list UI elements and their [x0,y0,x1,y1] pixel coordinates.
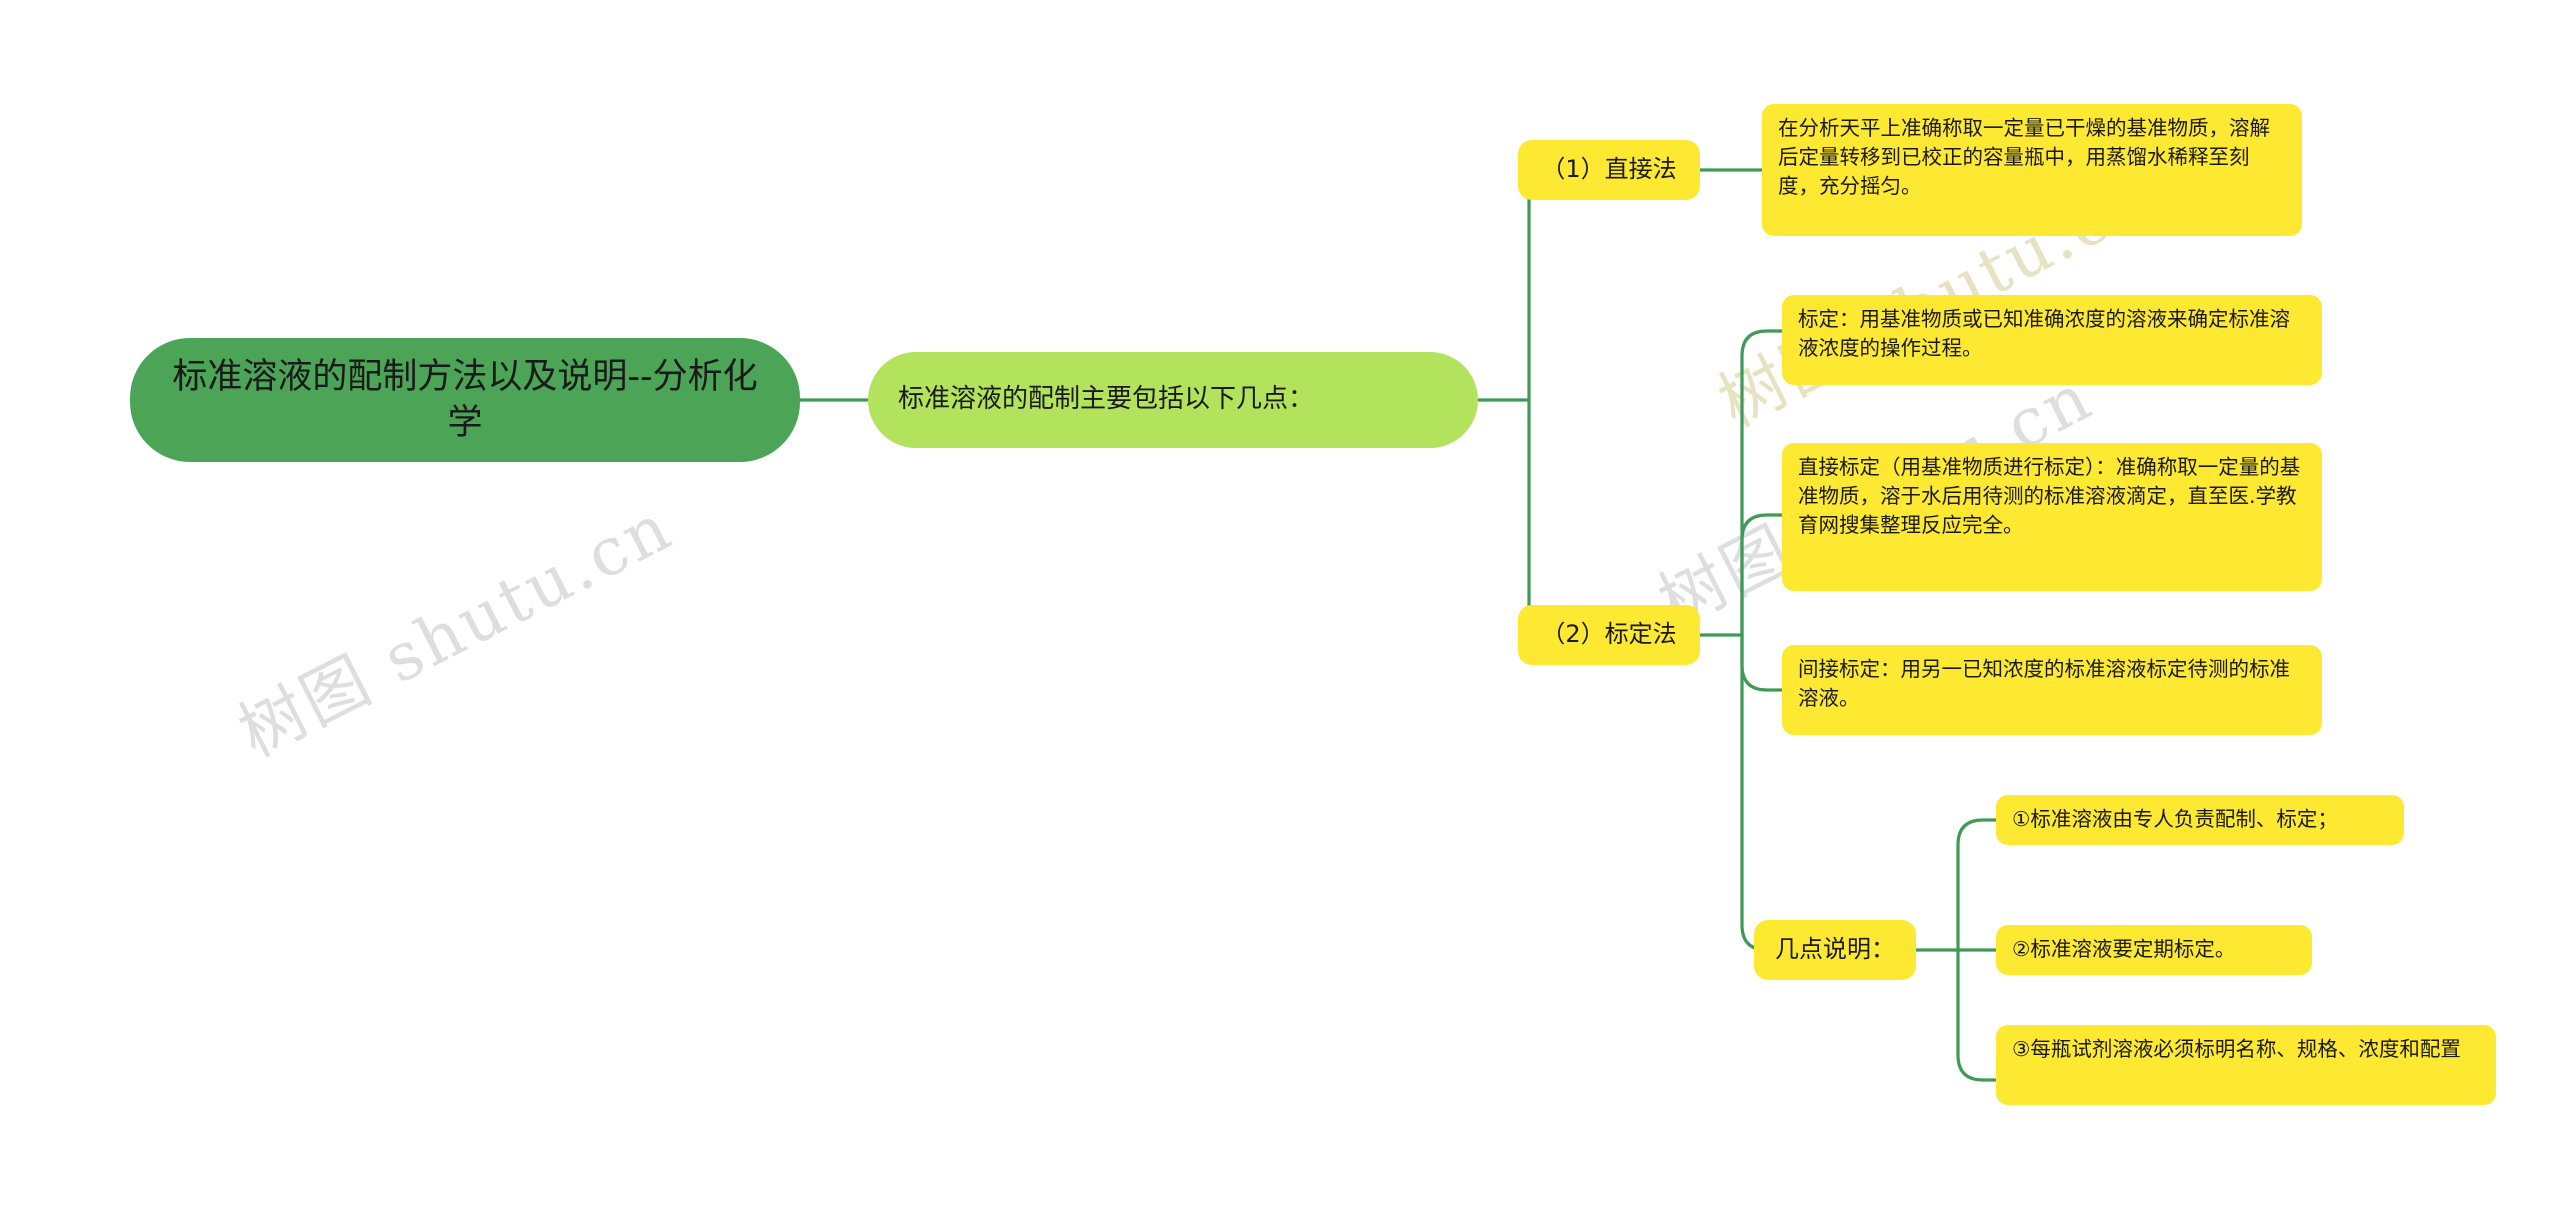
node-branch-notes[interactable]: 几点说明： [1754,920,1916,980]
node-note-text: ③每瓶试剂溶液必须标明名称、规格、浓度和配置 [2012,1037,2461,1061]
node-note-item-2[interactable]: ②标准溶液要定期标定。 [1996,925,2312,975]
node-note-item-3[interactable]: ③每瓶试剂溶液必须标明名称、规格、浓度和配置 [1996,1025,2496,1105]
link-branch2-to-notes [1740,633,1784,952]
link-branch2-to-leaf2 [1740,513,1784,637]
node-leaf-text: 直接标定（用基准物质进行标定）：准确称取一定量的基准物质，溶于水后用待测的标准溶… [1798,455,2301,538]
link-trunk-to-branch1 [1527,168,1568,402]
node-branch-label: （1）直接法 [1541,155,1677,184]
watermark-text: 树图 shutu.cn [226,488,685,772]
node-level2[interactable]: 标准溶液的配制主要包括以下几点： [868,352,1478,448]
link-notes-to-item3 [1956,948,1998,1082]
node-leaf-direct-standardization[interactable]: 直接标定（用基准物质进行标定）：准确称取一定量的基准物质，溶于水后用待测的标准溶… [1782,443,2322,591]
node-leaf-standardization-definition[interactable]: 标定：用基准物质或已知准确浓度的溶液来确定标准溶液浓度的操作过程。 [1782,295,2322,385]
node-root-label: 标准溶液的配制方法以及说明--分析化学 [172,356,758,443]
node-branch-label: 几点说明： [1775,935,1895,964]
node-note-item-1[interactable]: ①标准溶液由专人负责配制、标定； [1996,795,2404,845]
link-branch2-to-leaf1 [1740,329,1784,637]
node-branch-direct-method[interactable]: （1）直接法 [1518,140,1700,200]
node-note-text: ①标准溶液由专人负责配制、标定； [2012,807,2338,832]
link-trunk-to-branch2 [1527,398,1568,637]
node-branch-label: （2）标定法 [1541,620,1677,649]
node-note-text: ②标准溶液要定期标定。 [2012,937,2236,962]
node-branch-standardization-method[interactable]: （2）标定法 [1518,605,1700,665]
node-leaf-indirect-standardization[interactable]: 间接标定：用另一已知浓度的标准溶液标定待测的标准溶液。 [1782,645,2322,735]
node-leaf-direct-method-detail[interactable]: 在分析天平上准确称取一定量已干燥的基准物质，溶解后定量转移到已校正的容量瓶中，用… [1762,104,2302,236]
node-leaf-text: 标定：用基准物质或已知准确浓度的溶液来确定标准溶液浓度的操作过程。 [1798,307,2290,361]
link-branch2-to-leaf3 [1740,633,1784,692]
node-leaf-text: 间接标定：用另一已知浓度的标准溶液标定待测的标准溶液。 [1798,657,2290,711]
node-root[interactable]: 标准溶液的配制方法以及说明--分析化学 [130,338,800,462]
node-level2-label: 标准溶液的配制主要包括以下几点： [898,384,1315,415]
node-leaf-text: 在分析天平上准确称取一定量已干燥的基准物质，溶解后定量转移到已校正的容量瓶中，用… [1778,116,2270,199]
link-notes-to-item1 [1956,818,1998,952]
